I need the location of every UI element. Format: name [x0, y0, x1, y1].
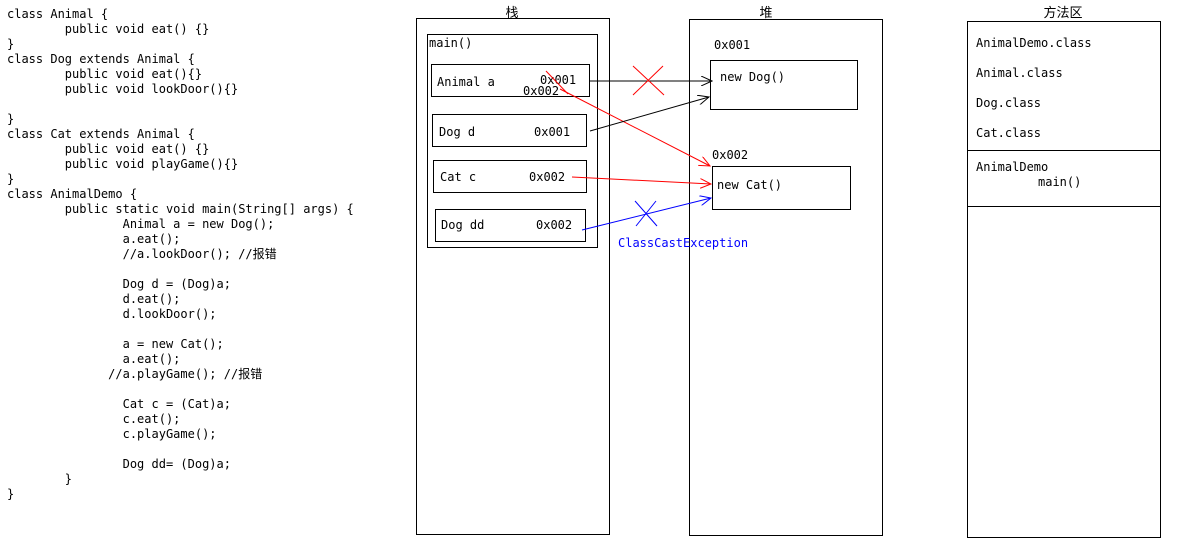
method-area-region — [967, 21, 1161, 538]
var-address: 0x002 — [536, 218, 572, 232]
stack-var-animal-a: Animal a 0x001 0x002 — [431, 64, 590, 98]
code-line: Dog dd= (Dog)a; — [7, 457, 231, 471]
code-line: Dog d = (Dog)a; — [7, 277, 231, 291]
heap-object-dog: 0x001 new Dog() — [710, 38, 858, 110]
code-line: class Dog extends Animal { — [7, 52, 195, 66]
code-line: //a.lookDoor(); //报错 — [7, 247, 277, 261]
code-line: Animal a = new Dog(); — [7, 217, 275, 231]
methods-owner: AnimalDemo — [976, 160, 1048, 174]
stack-var-dog-d: Dog d 0x001 — [432, 114, 587, 147]
code-line: public static void main(String[] args) { — [7, 202, 354, 216]
var-name: Dog d — [439, 125, 475, 139]
code-line: a.eat(); — [7, 352, 181, 366]
ref-arrow-a-to-cat — [559, 88, 710, 166]
code-line: } — [7, 112, 15, 126]
code-line: a.eat(); — [7, 232, 181, 246]
var-name: Cat c — [440, 170, 476, 184]
stack-var-cat-c: Cat c 0x002 — [433, 160, 587, 193]
code-line: public void eat() {} — [7, 22, 210, 36]
cross-mark-red — [632, 65, 664, 96]
code-line: d.lookDoor(); — [7, 307, 217, 321]
heap-object-cat: 0x002 new Cat() — [712, 148, 851, 210]
cross-mark-blue — [635, 200, 657, 227]
code-line: } — [7, 487, 15, 501]
object-address: 0x002 — [712, 148, 748, 162]
code-line: public void playGame(){} — [7, 157, 239, 171]
heap-title: 堆 — [759, 6, 772, 21]
code-line: class Cat extends Animal { — [7, 127, 195, 141]
class-entry: Dog.class — [976, 96, 1041, 110]
ref-arrow-c-to-cat — [571, 176, 711, 184]
code-listing: class Animal { public void eat() {}}clas… — [7, 7, 354, 502]
code-line: class Animal { — [7, 7, 109, 21]
code-line: public void eat() {} — [7, 142, 210, 156]
exception-label: ClassCastException — [618, 236, 748, 250]
code-line: } — [7, 472, 73, 486]
crossed-address-mark — [545, 70, 569, 95]
class-entry: AnimalDemo.class — [976, 36, 1092, 50]
object-label: new Dog() — [720, 70, 785, 84]
code-line: public void lookDoor(){} — [7, 82, 239, 96]
heap-region — [689, 19, 883, 536]
object-label: new Cat() — [717, 178, 782, 192]
var-name: Dog dd — [441, 218, 484, 232]
stack-title: 栈 — [505, 6, 518, 21]
code-line: Cat c = (Cat)a; — [7, 397, 231, 411]
main-frame-label: main() — [429, 36, 472, 50]
var-address: 0x002 — [529, 170, 565, 184]
stack-var-dog-dd: Dog dd 0x002 — [435, 209, 586, 242]
var-address: 0x001 — [540, 73, 576, 87]
code-line: //a.playGame(); //报错 — [7, 367, 263, 381]
main-frame — [427, 34, 598, 248]
code-line: } — [7, 37, 15, 51]
var-name: Animal a — [437, 75, 495, 89]
method-entry: main() — [1038, 175, 1081, 189]
method-area-title: 方法区 — [1043, 5, 1082, 21]
code-line: class AnimalDemo { — [7, 187, 138, 201]
stack-region — [416, 18, 610, 535]
code-line: d.eat(); — [7, 292, 181, 306]
ref-arrow-d-to-dog — [589, 97, 709, 132]
class-entry: Cat.class — [976, 126, 1041, 140]
code-line: c.eat(); — [7, 412, 181, 426]
class-entry: Animal.class — [976, 66, 1063, 80]
var-address: 0x001 — [534, 125, 570, 139]
code-line: } — [7, 172, 15, 186]
object-address: 0x001 — [714, 38, 750, 52]
var-address-new: 0x002 — [523, 84, 559, 98]
code-line: public void eat(){} — [7, 67, 203, 81]
code-line: c.playGame(); — [7, 427, 217, 441]
code-line: a = new Cat(); — [7, 337, 224, 351]
